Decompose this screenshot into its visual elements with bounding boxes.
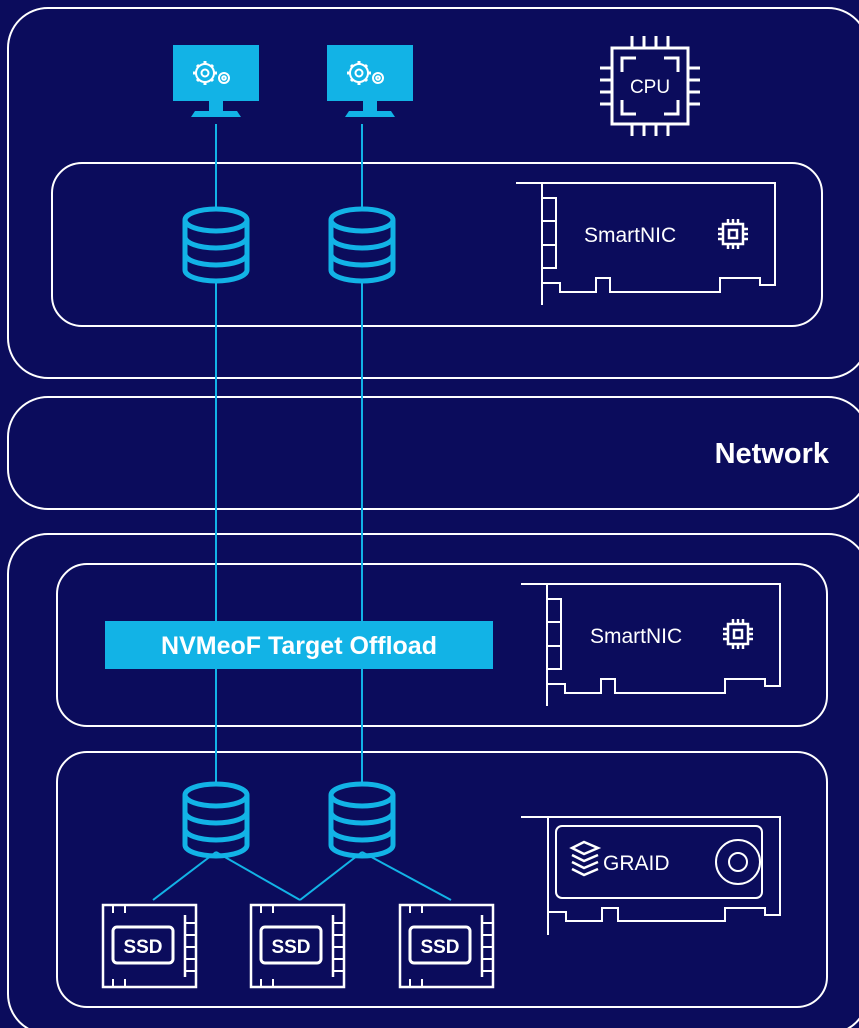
host-panel [7,7,859,379]
network-band [7,396,859,510]
smartnic-card-icon [521,583,781,706]
data-paths [152,124,452,901]
database-icon [182,781,250,859]
ssd-label: SSD [123,937,162,958]
database-icon [182,206,250,284]
graid-label: GRAID [603,852,670,875]
database-icon [328,781,396,859]
offload-banner [105,621,493,669]
database-icon [328,206,396,284]
ssd-label: SSD [420,937,459,958]
ssd-label: SSD [271,937,310,958]
network-label: Network [715,438,830,470]
cpu-label: CPU [630,77,670,98]
ssd-icon [398,903,495,989]
raid-panel [56,751,828,1008]
offload-label: NVMeoF Target Offload [161,632,437,660]
graid-card-icon [521,816,781,935]
smartnic-target-label: SmartNIC [590,625,682,648]
target-smartnic-panel [56,563,828,727]
target-panel [7,533,859,1028]
monitor-gear-icon [173,45,259,117]
ssd-icon [101,903,198,989]
host-smartnic-panel [51,162,823,327]
smartnic-card-icon [516,182,776,305]
smartnic-host-label: SmartNIC [584,224,676,247]
ssd-icon [249,903,346,989]
monitor-gear-icon [327,45,413,117]
cpu-chip-icon [600,36,700,136]
